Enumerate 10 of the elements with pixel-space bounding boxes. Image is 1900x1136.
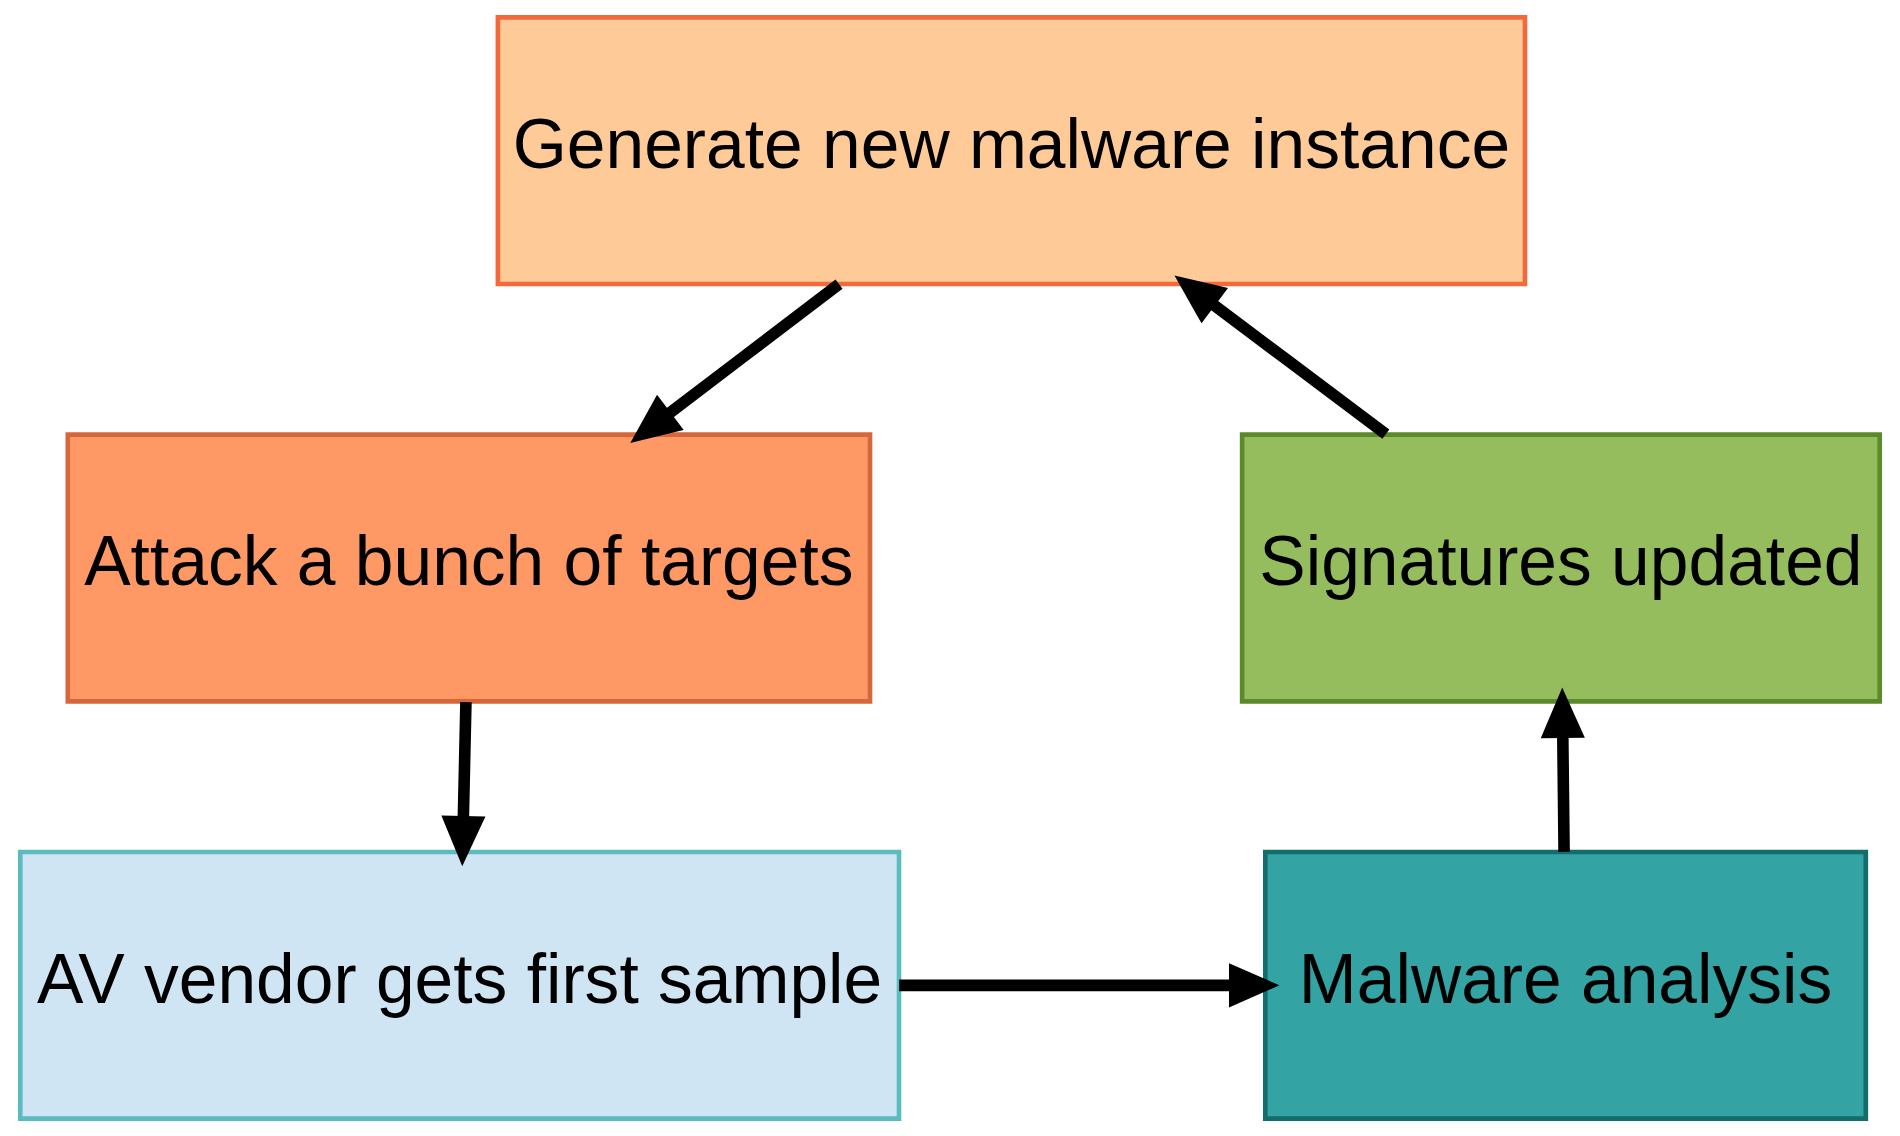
node-box: Signatures updated [1239,432,1883,704]
node-box: Attack a bunch of targets [65,432,873,704]
arrow [899,963,1280,1008]
arrow [1540,687,1585,852]
node-box: Malware analysis [1263,849,1869,1121]
arrow [630,279,843,443]
arrow [1174,275,1390,439]
node-box: AV vendor gets first sample [17,849,902,1121]
node-box: Generate new malware instance [495,15,1528,287]
arrow [441,701,486,867]
